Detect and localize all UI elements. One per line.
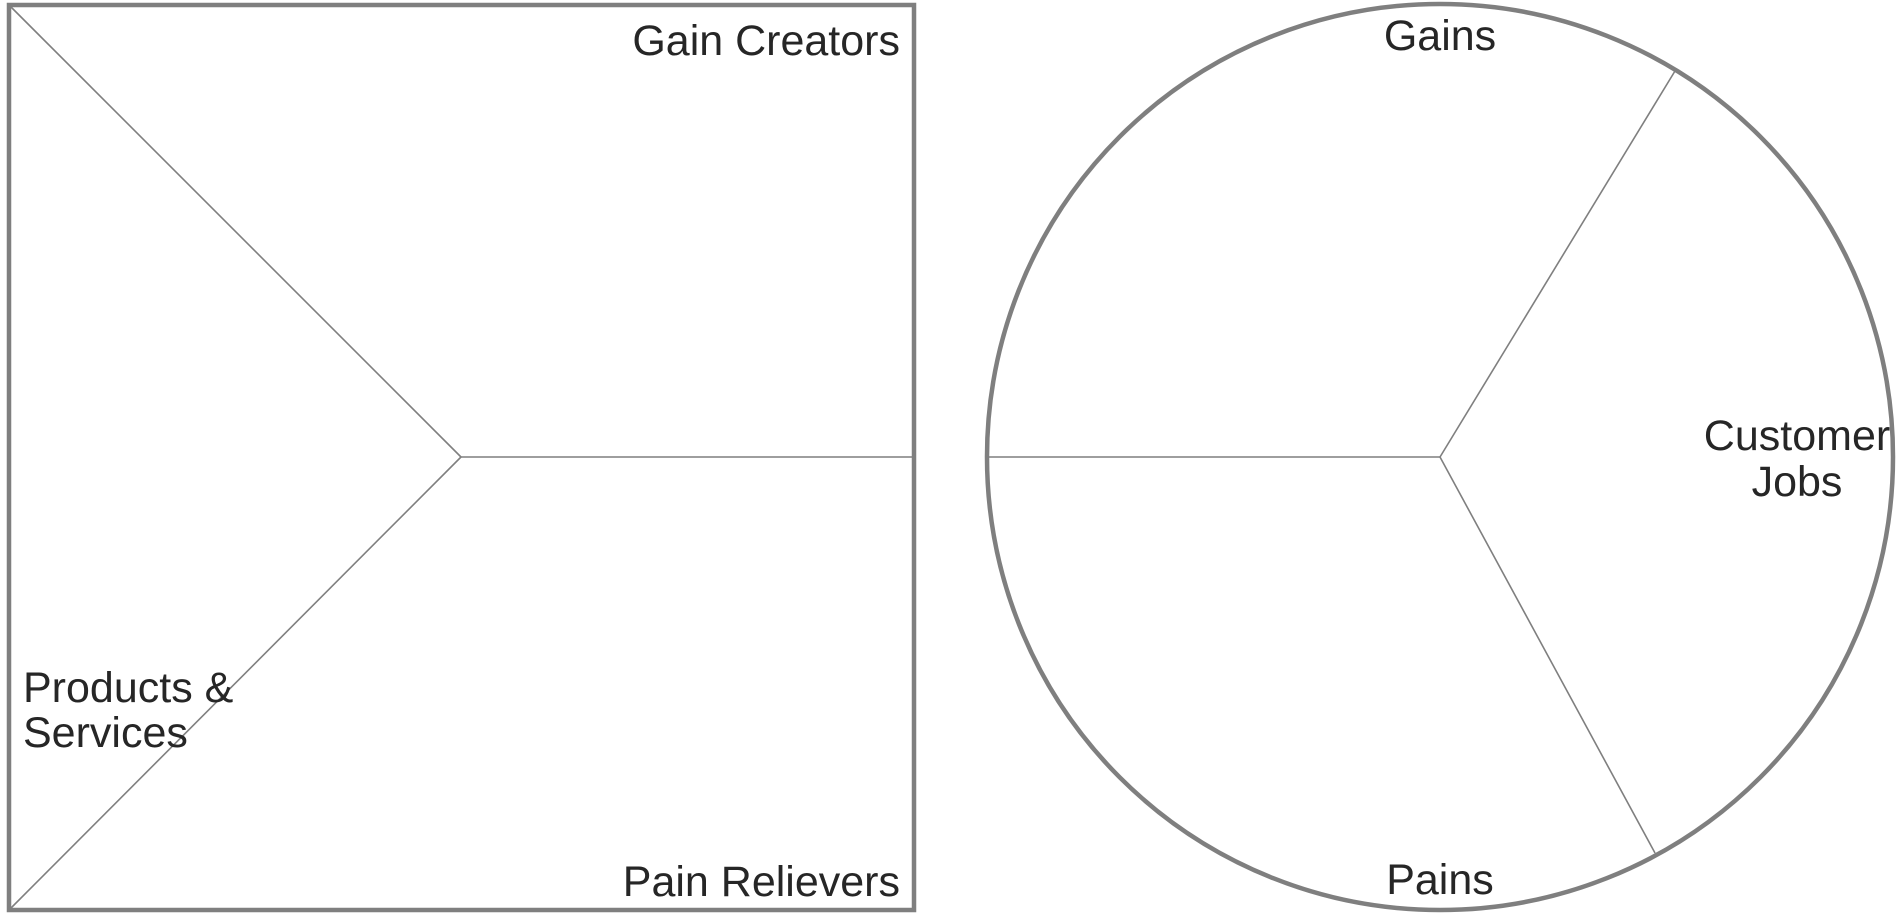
customer-profile-circle [984,1,1896,913]
products-services-label-line2: Services [23,709,188,757]
customer-profile-divider-upper-right [1439,70,1676,458]
customer-profile-divider-lower-right [1439,456,1656,854]
value-map-divider-upper [10,6,462,458]
customer-jobs-label-line2: Jobs [1752,458,1843,506]
products-services-label-line1: Products & [23,664,234,712]
gains-label: Gains [1384,12,1496,60]
pains-label: Pains [1386,856,1494,904]
value-map-divider-lower [10,456,462,909]
customer-jobs-label-line1: Customer [1704,412,1890,460]
value-map: Gain Creators Pain Relievers Products & … [6,2,917,913]
pain-relievers-label: Pain Relievers [623,858,900,906]
value-map-square [6,2,917,913]
customer-profile: Gains Pains Customer Jobs [984,1,1896,913]
gain-creators-label: Gain Creators [632,17,900,65]
